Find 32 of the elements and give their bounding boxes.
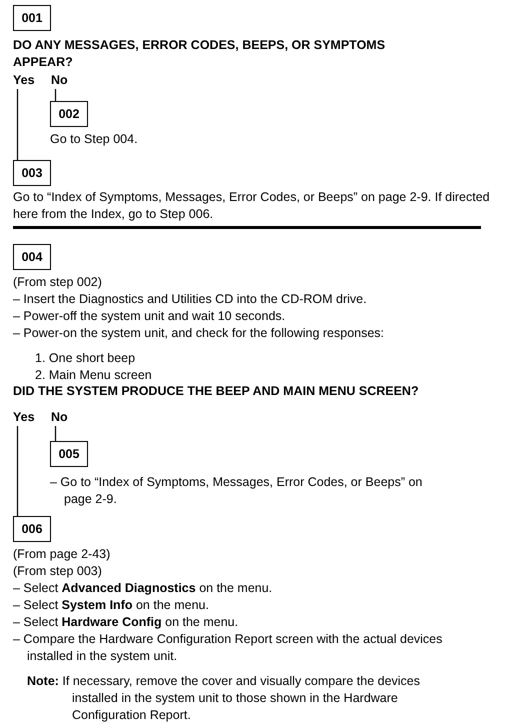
answer-label: Yes xyxy=(13,409,35,425)
step-instruction: Go to “Index of Symptoms, Messages, Error Codes, or Beeps” on page 2-9. If directed here from the Index, go to Step 006. xyxy=(13,190,490,221)
connector-line xyxy=(54,89,56,101)
step-number-box: 002 xyxy=(50,101,88,127)
answer-label: No xyxy=(51,409,68,425)
step-instruction: – Select Advanced Diagnostics on the menu. xyxy=(13,581,272,595)
step-origin-note: (From page 2-43) xyxy=(13,547,110,561)
question-text: DID THE SYSTEM PRODUCE THE BEEP AND MAIN MENU SCREEN? xyxy=(13,383,420,400)
connector-line xyxy=(16,426,18,516)
step-instruction: – Go to “Index of Symptoms, Messages, Error Codes, or Beeps” on page 2-9. xyxy=(50,475,422,506)
step-instruction: – Insert the Diagnostics and Utilities CD into the CD-ROM drive. xyxy=(13,292,367,306)
step-number-box: 005 xyxy=(50,441,88,467)
step-number-box: 006 xyxy=(13,516,51,542)
step-instruction: Go to Step 004. xyxy=(50,132,138,146)
step-instruction: – Select Hardware Config on the menu. xyxy=(13,615,238,629)
step-number-box: 003 xyxy=(13,160,51,186)
step-instruction: – Compare the Hardware Configuration Report screen with the actual devices installed in the system unit. xyxy=(13,632,442,663)
step-origin-note: (From step 003) xyxy=(13,564,102,578)
answer-label: No xyxy=(51,72,68,88)
list-item: 1. One short beep xyxy=(35,351,136,365)
step-origin-note: (From step 002) xyxy=(13,275,102,289)
connector-line xyxy=(16,89,18,160)
step-instruction: – Select System Info on the menu. xyxy=(13,598,209,612)
answer-label: Yes xyxy=(13,72,35,88)
list-item: 2. Main Menu screen xyxy=(35,368,152,382)
step-number-box: 004 xyxy=(13,244,51,270)
question-text: DO ANY MESSAGES, ERROR CODES, BEEPS, OR SYMPTOMS APPEAR? xyxy=(13,37,386,71)
connector-line xyxy=(54,426,56,441)
step-instruction: – Power-off the system unit and wait 10 seconds. xyxy=(13,309,286,323)
note-text: Note: If necessary, remove the cover and visually compare the devices installed in the system unit to those shown in the Hardware Configuration Report. xyxy=(27,674,420,722)
step-instruction: – Power-on the system unit, and check for the following responses: xyxy=(13,326,384,340)
step-number-box: 001 xyxy=(13,5,51,31)
